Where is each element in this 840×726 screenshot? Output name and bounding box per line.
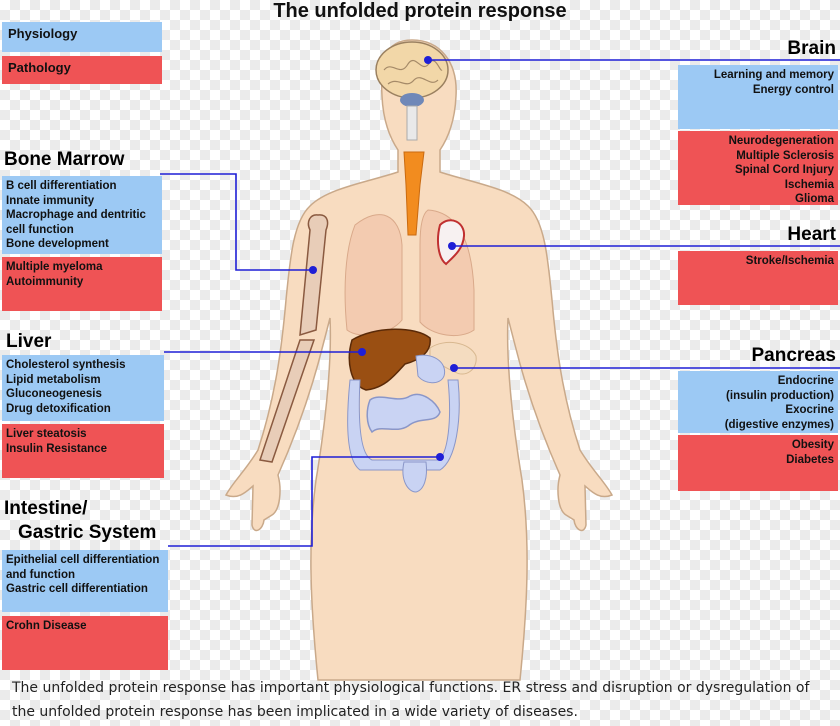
dot-heart [448,242,456,250]
brain-folds [383,60,443,85]
heading-bone-marrow: Bone Marrow [4,149,125,170]
spinal-cord [406,105,418,141]
legend-pathology: Pathology [2,56,162,84]
bone-marrow-phys-line: Bone development [6,238,109,250]
intestine-path-line: Crohn Disease [6,620,87,632]
connector-lines [160,59,840,547]
stomach [415,354,446,384]
bone-marrow-pathology: Multiple myeloma Autoimmunity [2,257,162,311]
intestine-phys-line: Gastric cell differentiation [6,583,148,595]
pancreas-path-line: Diabetes [786,453,834,466]
pancreas-phys-line: (insulin production) [726,389,834,402]
brain-path-line: Multiple Sclerosis [736,149,834,162]
heading-intestine: Intestine/ Gastric System [4,497,156,545]
heading-liver: Liver [6,331,52,352]
bone-marrow-phys-line: Innate immunity [6,194,95,207]
connector-intestine [168,456,440,547]
heading-brain: Brain [787,38,836,59]
liver-phys-line: Gluconeogenesis [6,388,102,400]
diagram-title: The unfolded protein response [273,0,567,22]
dot-pancreas [450,364,458,372]
intestine-phys-line: Epithelial cell differentiation [6,554,160,566]
heart-pathology: Stroke/Ischemia [678,251,838,305]
intestine-pathology: Crohn Disease [2,616,168,670]
rectum [402,461,427,493]
heading-pancreas: Pancreas [751,345,836,366]
brain-phys-line: Learning and memory [713,69,834,81]
intestine-physiology: Epithelial cell differentiation and func… [2,550,168,612]
dot-bone [309,266,317,274]
legend-physiology: Physiology [2,22,162,52]
liver-phys-line: Drug detoxification [6,402,111,415]
brain-physiology: Learning and memory Energy control [678,65,838,129]
liver-path-line: Liver steatosis [6,428,87,440]
brainstem [400,93,424,107]
large-intestine [347,379,460,471]
connector-bone-marrow [160,173,313,271]
figure-caption: The unfolded protein response has import… [12,680,810,720]
small-intestine [366,393,441,434]
brain-phys-line: Energy control [752,83,834,96]
liver-phys-line: Lipid metabolism [6,373,101,386]
pancreas-path-line: Obesity [791,439,834,451]
pancreas-phys-line: Exocrine [785,404,834,416]
bone-marrow-path-line: Multiple myeloma [6,261,103,273]
pancreas-phys-line: (digestive enzymes) [724,418,834,431]
pancreas-pathology: Obesity Diabetes [678,435,838,491]
trachea [403,151,425,236]
bone-marrow-phys-line: B cell differentiation [6,180,117,192]
heading-heart: Heart [787,224,836,245]
brain-path-line: Ischemia [784,178,834,191]
intestine-phys-line: and function [6,568,75,581]
pancreas-phys-line: Endocrine [777,375,834,387]
liver-pathology: Liver steatosis Insulin Resistance [2,424,164,478]
humerus-bone [299,214,329,337]
liver-phys-line: Cholesterol synthesis [6,359,126,371]
liver-path-line: Insulin Resistance [6,442,107,455]
heading-intestine-line: Intestine/ [4,498,88,519]
dot-brain [424,56,432,64]
heading-intestine-line: Gastric System [18,522,157,543]
brain-path-line: Glioma [795,193,834,205]
dot-liver [358,348,366,356]
bone-marrow-phys-line: Macrophage and dentritic [6,209,146,221]
brain-path-line: Spinal Cord Injury [734,164,834,176]
pancreas-physiology: Endocrine (insulin production) Exocrine … [678,371,838,433]
dot-intestine [436,453,444,461]
bone-marrow-path-line: Autoimmunity [6,275,84,288]
liver-physiology: Cholesterol synthesis Lipid metabolism G… [2,355,164,421]
brain [375,41,449,99]
brain-pathology: Neurodegeneration Multiple Sclerosis Spi… [678,131,838,205]
bone-marrow-phys-line: cell function [6,223,74,236]
left-lung [344,214,403,336]
connector-dots [309,56,458,461]
forearm-bones [259,339,316,463]
heart-path-line: Stroke/Ischemia [745,255,834,267]
bone-marrow-physiology: B cell differentiation Innate immunity M… [2,176,162,254]
brain-path-line: Neurodegeneration [728,135,834,147]
